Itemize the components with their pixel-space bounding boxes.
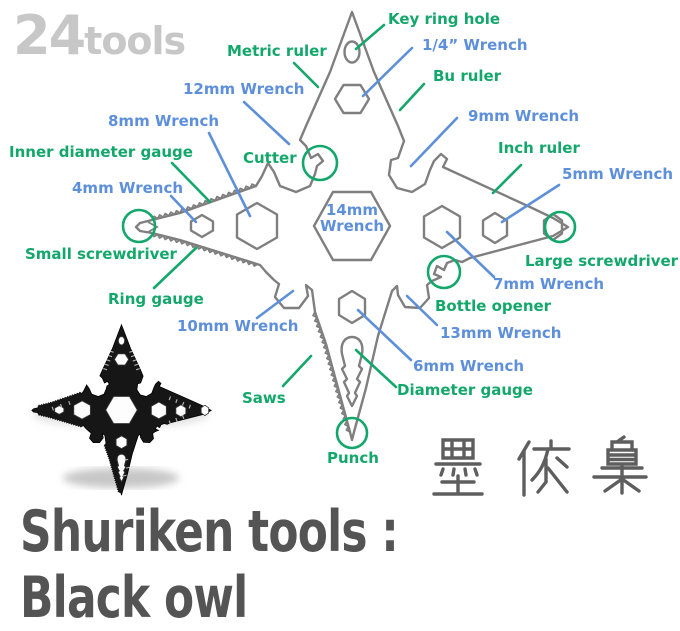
label-key-ring-hole: Key ring hole [388, 10, 501, 28]
label-8mm-wrench: 8mm Wrench [108, 112, 220, 130]
label-quarter-wrench: 1/4” Wrench [422, 36, 528, 54]
leader-bu-ruler [398, 82, 426, 112]
label-saws: Saws [242, 389, 286, 407]
label-bottle-opener: Bottle opener [435, 297, 552, 315]
label-diameter-gauge: Diameter gauge [397, 381, 533, 399]
leader-5mm [500, 183, 561, 224]
product-title: Shuriken tools : Black owl [20, 499, 399, 631]
label-inner-diameter-gauge: Inner diameter gauge [9, 143, 193, 161]
small-screwdriver-circle [121, 208, 157, 244]
leader-4mm [169, 194, 198, 224]
label-4mm-wrench: 4mm Wrench [72, 179, 184, 197]
leader-quarter-wrench [361, 46, 414, 98]
shuriken-infographic: 24tools Metric ruler Key ring hole 1/4” … [9, 4, 679, 631]
label-9mm-wrench: 9mm Wrench [468, 107, 580, 125]
label-14mm-line2: Wrench [319, 217, 385, 235]
label-ring-gauge: Ring gauge [108, 290, 204, 308]
tool-count-number: 24 [13, 4, 86, 67]
label-metric-ruler: Metric ruler [227, 42, 327, 60]
small-screwdriver-grind [147, 221, 159, 233]
punch-circle [335, 416, 369, 450]
leader-8mm [207, 131, 252, 218]
leader-key-ring [354, 23, 386, 51]
blue-leaders [169, 46, 561, 362]
large-screwdriver-circle [543, 210, 577, 244]
label-14mm-wrench: 14mm Wrench [310, 202, 394, 234]
highlight-circles [121, 144, 577, 450]
bottle-opener-circle [426, 254, 462, 290]
leader-13mm [405, 294, 439, 327]
leader-6mm [356, 308, 413, 362]
tool-count-suffix: tools [84, 19, 186, 63]
leader-inch-ruler [491, 163, 523, 195]
kanji-fukurou [592, 435, 648, 495]
green-leaders [152, 23, 523, 389]
leader-saws [281, 354, 313, 388]
kanji-sumi [432, 438, 484, 496]
label-6mm-wrench: 6mm Wrench [413, 357, 525, 375]
product-photo-black-shuriken [31, 324, 212, 496]
leader-metric-ruler [292, 61, 320, 89]
label-13mm-wrench: 13mm Wrench [440, 324, 562, 342]
label-large-screwdriver: Large screwdriver [525, 252, 679, 270]
kanji-brand-mark [432, 435, 648, 497]
leader-10mm [255, 289, 295, 320]
cutter-circle [301, 144, 339, 182]
leader-diameter-gauge [354, 348, 398, 389]
label-5mm-wrench: 5mm Wrench [562, 165, 674, 183]
leader-ring-gauge [152, 246, 198, 290]
leader-9mm [409, 116, 459, 168]
label-12mm-wrench: 12mm Wrench [183, 80, 305, 98]
line-drawing [31, 10, 648, 497]
label-7mm-wrench: 7mm Wrench [493, 275, 605, 293]
label-inch-ruler: Inch ruler [498, 139, 580, 157]
leader-7mm [445, 230, 496, 279]
leader-inner-diameter [170, 161, 212, 204]
label-punch: Punch [327, 449, 379, 467]
leader-12mm [242, 100, 291, 146]
label-small-screwdriver: Small screwdriver [25, 245, 177, 263]
label-bu-ruler: Bu ruler [433, 67, 502, 85]
label-10mm-wrench: 10mm Wrench [177, 317, 299, 335]
label-cutter: Cutter [243, 149, 297, 167]
kanji-i [517, 439, 571, 497]
tool-count-watermark: 24tools [13, 4, 186, 67]
label-14mm-line1: 14mm [325, 201, 379, 219]
